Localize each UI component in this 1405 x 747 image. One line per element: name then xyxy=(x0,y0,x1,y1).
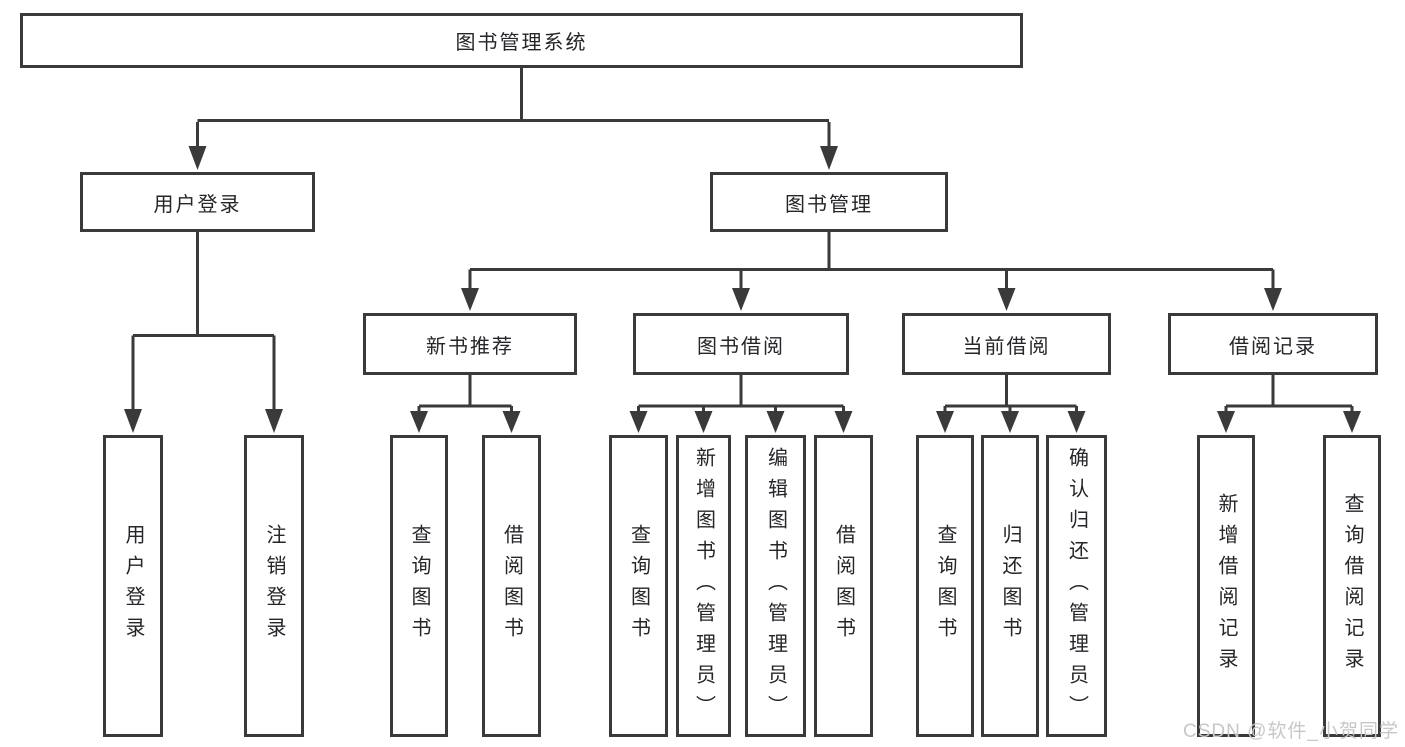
leaf-label: 借阅图书 xyxy=(500,524,523,648)
node-label: 用户登录 xyxy=(153,193,242,216)
node-book-management: 图书管理 xyxy=(710,172,948,232)
leaf-confirm-return-admin: 确认归还（管理员） xyxy=(1046,435,1107,737)
node-label: 图书管理 xyxy=(785,193,873,216)
leaf-label: 确认归还（管理员） xyxy=(1065,446,1088,726)
node-label: 借阅记录 xyxy=(1229,335,1317,358)
leaf-borrow-books-recommend: 借阅图书 xyxy=(482,435,541,737)
leaf-query-books-recommend: 查询图书 xyxy=(390,435,448,737)
node-label: 当前借阅 xyxy=(962,335,1051,358)
leaf-edit-books-admin: 编辑图书（管理员） xyxy=(745,435,806,737)
connector-book-management-to-level3 xyxy=(461,232,1282,311)
node-current-borrow: 当前借阅 xyxy=(902,313,1111,375)
leaf-label: 注销登录 xyxy=(263,524,285,648)
leaf-label: 新增借阅记录 xyxy=(1215,493,1237,679)
leaf-return-books: 归还图书 xyxy=(981,435,1039,737)
leaf-logout: 注销登录 xyxy=(244,435,304,737)
leaf-label: 查询图书 xyxy=(408,524,430,648)
leaf-add-books-admin: 新增图书（管理员） xyxy=(676,435,731,737)
connector-current-borrow-to-leaves xyxy=(936,375,1086,433)
leaf-label: 查询图书 xyxy=(627,524,650,648)
connector-borrow-records-to-leaves xyxy=(1217,375,1361,433)
csdn-watermark: CSDN @软件_小贺同学 xyxy=(1183,721,1399,742)
connector-new-book-recommend-to-leaves xyxy=(410,375,521,433)
node-root-library-system: 图书管理系统 xyxy=(20,13,1023,68)
leaf-label: 借阅图书 xyxy=(832,524,855,648)
leaf-label: 查询借阅记录 xyxy=(1341,493,1363,679)
leaf-query-books-borrow: 查询图书 xyxy=(609,435,668,737)
leaf-label: 用户登录 xyxy=(122,524,144,648)
node-label: 图书管理系统 xyxy=(455,32,588,54)
node-user-login: 用户登录 xyxy=(80,172,315,232)
node-label: 新书推荐 xyxy=(426,335,514,358)
leaf-user-login: 用户登录 xyxy=(103,435,163,737)
node-book-borrow: 图书借阅 xyxy=(633,313,849,375)
leaf-add-borrow-record: 新增借阅记录 xyxy=(1197,435,1255,737)
leaf-label: 新增图书（管理员） xyxy=(692,446,715,726)
connector-book-borrow-to-leaves xyxy=(629,375,853,433)
leaf-label: 编辑图书（管理员） xyxy=(764,446,787,726)
leaf-query-books-current: 查询图书 xyxy=(916,435,974,737)
node-label: 图书借阅 xyxy=(697,335,785,358)
leaf-borrow-books: 借阅图书 xyxy=(814,435,873,737)
leaf-query-borrow-record: 查询借阅记录 xyxy=(1323,435,1381,737)
node-new-book-recommend: 新书推荐 xyxy=(363,313,577,375)
connector-root-to-level2 xyxy=(188,68,838,170)
leaf-label: 归还图书 xyxy=(999,524,1021,648)
leaf-label: 查询图书 xyxy=(934,524,956,648)
connector-user-login-to-leaves xyxy=(124,232,283,433)
node-borrow-records: 借阅记录 xyxy=(1168,313,1378,375)
